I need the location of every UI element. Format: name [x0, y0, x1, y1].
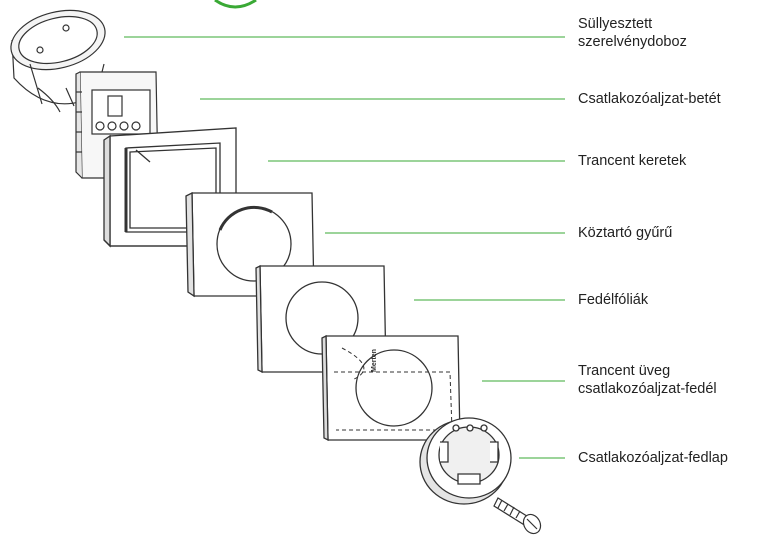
label-frame: Trancent keretek: [578, 153, 687, 169]
label-glass-cover-line-1: Trancent üveg: [578, 363, 671, 379]
label-spacer-ring: Köztartó gyűrű: [578, 225, 673, 241]
label-socket-insert: Csatlakozóaljzat-betét: [578, 91, 721, 107]
leader-lines: [124, 36, 565, 459]
label-cover-films: Fedélfóliák: [578, 292, 649, 308]
glass-cover-illustration: Merten: [321, 334, 461, 442]
label-socket-cover: Csatlakozóaljzat-fedlap: [578, 450, 728, 466]
screw-illustration: [493, 497, 542, 535]
label-flush-box-line-2: szerelvénydoboz: [578, 34, 687, 50]
socket-cover-illustration: [419, 417, 512, 505]
label-flush-box-line-1: Süllyesztett: [578, 16, 653, 32]
flush-box-illustration: [10, 9, 106, 113]
brand-mark-text: Merten: [371, 349, 378, 372]
spacer-ring-illustration: [185, 191, 315, 298]
label-glass-cover-line-2: csatlakozóaljzat-fedél: [578, 381, 717, 397]
label-flush-box: Süllyesztett szerelvénydoboz: [578, 15, 687, 51]
label-glass-cover: Trancent üveg csatlakozóaljzat-fedél: [578, 362, 717, 398]
top-accent-arc: [214, 0, 257, 9]
